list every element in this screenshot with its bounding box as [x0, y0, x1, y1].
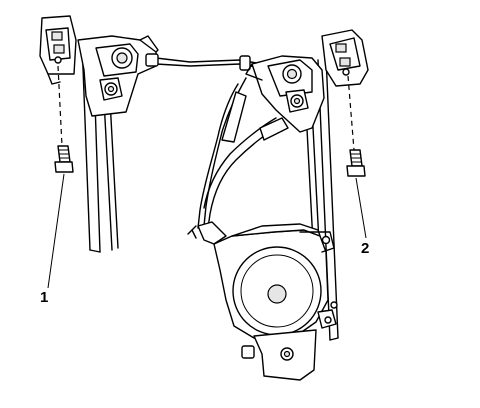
right-sash-plate [245, 55, 325, 133]
callout-label-1: 1 [40, 289, 49, 306]
left-sash-plate [77, 35, 159, 117]
right-mounting-bracket [321, 29, 369, 87]
callout-label-2: 2 [361, 240, 370, 257]
regulator-motor [197, 221, 337, 381]
cable-conduits [187, 77, 289, 239]
upper-cable [145, 53, 263, 71]
bolt-2-fastener [346, 75, 366, 177]
leader-lines [47, 173, 367, 289]
bolt-1-fastener [54, 65, 74, 173]
left-mounting-bracket [39, 15, 77, 85]
